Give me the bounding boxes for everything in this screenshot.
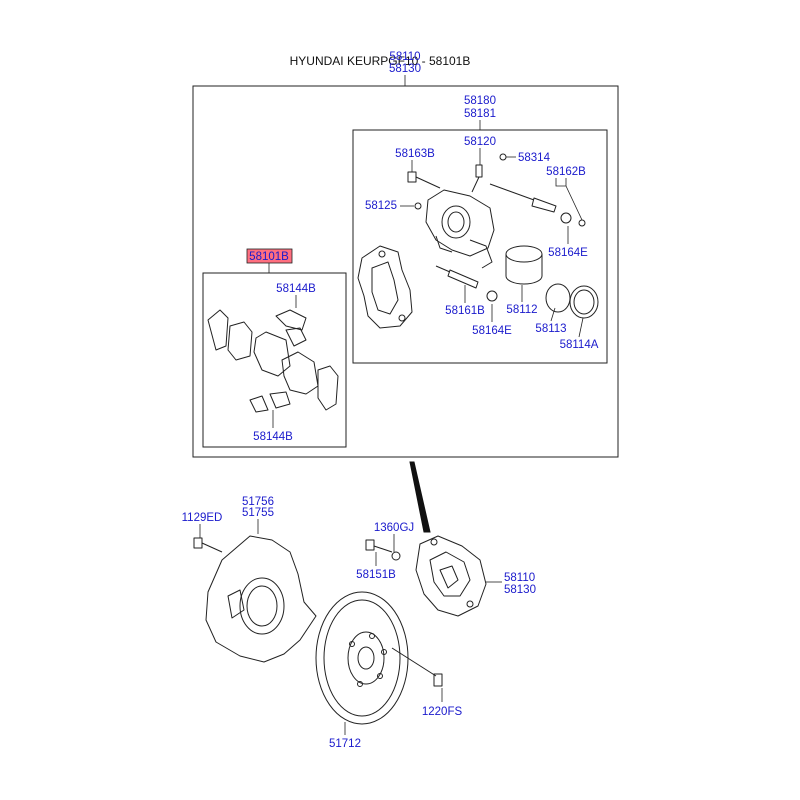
label-58130[interactable]: 58130 (504, 584, 536, 596)
bolt-58163B-drawing (407, 171, 441, 189)
cap-58125-drawing (414, 202, 422, 210)
bolt-1220FS-drawing (391, 647, 443, 687)
piston-58112-drawing (505, 245, 543, 285)
dust-shield-drawing (205, 535, 317, 663)
label-58314[interactable]: 58314 (518, 152, 551, 164)
label-51712[interactable]: 51712 (329, 738, 361, 750)
guide-pin-58162B-drawing (489, 183, 586, 227)
label-58164E-bottom[interactable]: 58164E (472, 325, 512, 337)
caliper-kit-code-58181: 58181 (464, 108, 496, 120)
label-58161B[interactable]: 58161B (445, 305, 485, 317)
bleeder-58120-drawing (471, 164, 483, 193)
top-code-58110: 58110 (389, 51, 420, 63)
label-51755[interactable]: 51755 (242, 507, 274, 519)
bolt-1129ED-drawing (193, 537, 223, 553)
label-58112[interactable]: 58112 (506, 304, 537, 316)
label-1360GJ[interactable]: 1360GJ (374, 522, 414, 534)
brake-disc-drawing (315, 591, 409, 725)
label-58162B[interactable]: 58162B (546, 166, 586, 178)
label-58163B[interactable]: 58163B (395, 148, 435, 160)
label-51756[interactable]: 51756 (242, 496, 274, 508)
bolt-1360GJ-drawing (365, 539, 401, 561)
cap-58314-drawing (499, 153, 507, 161)
label-58125[interactable]: 58125 (365, 200, 397, 212)
label-58144B-top[interactable]: 58144B (276, 283, 316, 295)
label-58164E-top[interactable]: 58164E (548, 247, 588, 259)
pointer-arrow (409, 461, 431, 533)
label-58120[interactable]: 58120 (464, 136, 496, 148)
caliper-kit-code-58180: 58180 (464, 95, 496, 107)
caliper-bracket-drawing (357, 245, 413, 329)
label-58151B[interactable]: 58151B (356, 569, 396, 581)
top-code-58130: 58130 (389, 63, 421, 75)
guide-pin-58161B-drawing (435, 265, 498, 302)
brake-pads-drawing (207, 309, 339, 413)
pad-kit-highlight (246, 248, 293, 264)
label-58110[interactable]: 58110 (504, 572, 535, 584)
label-58114A[interactable]: 58114A (560, 339, 599, 351)
pad-kit-box (202, 272, 347, 448)
boot-58114A-drawing (569, 285, 599, 319)
caliper-assembly-drawing (415, 535, 487, 617)
label-58144B-bottom[interactable]: 58144B (253, 431, 293, 443)
label-1129ED[interactable]: 1129ED (182, 512, 223, 524)
label-58113[interactable]: 58113 (535, 323, 566, 335)
seal-58113-drawing (545, 283, 571, 313)
label-1220FS[interactable]: 1220FS (422, 706, 463, 718)
assembly-outer-box (192, 85, 619, 458)
diagram-title: HYUNDAI KEURPGF10 - 58101B (290, 54, 471, 68)
caliper-body-drawing (425, 189, 495, 269)
pad-kit-code[interactable]: 58101B (249, 251, 289, 263)
